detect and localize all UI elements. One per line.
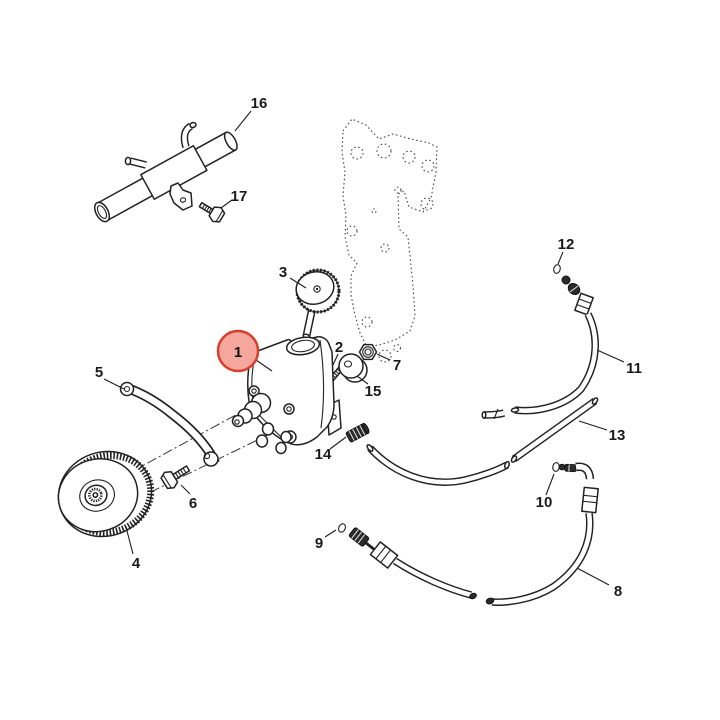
callout-group-3[interactable]: 3	[279, 264, 307, 289]
spacer-15	[338, 353, 368, 383]
callout-9: 9	[315, 535, 323, 552]
o-ring-9	[338, 523, 346, 533]
reservoir-cap	[295, 268, 341, 339]
callout-group-5[interactable]: 5	[95, 364, 125, 390]
callout-6: 6	[189, 495, 197, 512]
fitting-14	[345, 422, 370, 443]
callout-7: 7	[393, 357, 401, 374]
callout-15: 15	[365, 383, 382, 400]
mounting-bracket-5	[119, 381, 220, 467]
callout-13: 13	[609, 427, 626, 444]
pressure-hose-8	[485, 462, 599, 606]
callout-group-4[interactable]: 4	[126, 530, 141, 572]
callout-1: 1	[234, 344, 242, 361]
callout-11: 11	[626, 360, 642, 377]
callout-group-14[interactable]: 14	[315, 436, 347, 463]
callout-8: 8	[614, 583, 622, 600]
callout-group-12[interactable]: 12	[557, 236, 575, 265]
callout-10: 10	[536, 494, 553, 511]
bracket-bolt	[198, 201, 226, 223]
callout-2: 2	[335, 339, 343, 356]
callouts: 2 3 4 5 6 7 8 9	[95, 95, 642, 600]
pump-shaft	[231, 392, 272, 428]
o-ring-12	[553, 264, 561, 274]
callout-group-15[interactable]: 15	[356, 375, 382, 400]
callout-group-9[interactable]: 9	[315, 529, 337, 552]
pump-lugs	[255, 422, 292, 455]
hose-fitting-assembly-9	[338, 523, 477, 600]
tube-mount-bracket	[169, 182, 193, 211]
callout-17: 17	[231, 188, 248, 205]
callout-12: 12	[558, 236, 575, 253]
callout-14: 14	[315, 446, 332, 463]
callout-3: 3	[279, 264, 287, 281]
nut-7	[358, 343, 378, 361]
callout-group-6[interactable]: 6	[180, 484, 197, 512]
callout-group-17[interactable]: 17	[220, 188, 248, 209]
callout-group-16[interactable]: 16	[234, 95, 268, 132]
callout-group-11[interactable]: 11	[596, 349, 642, 377]
callout-group-13[interactable]: 13	[578, 420, 626, 444]
highlight-callout-1[interactable]: 1	[216, 329, 273, 373]
callout-group-10[interactable]: 10	[536, 473, 555, 511]
pulley-4	[57, 450, 155, 538]
power-steering-pump	[231, 336, 342, 455]
callout-16: 16	[251, 95, 268, 112]
return-hose-13	[366, 397, 599, 486]
callout-group-8[interactable]: 8	[576, 567, 622, 600]
alignment-centerlines	[99, 404, 283, 509]
cooler-tube-assembly	[93, 121, 238, 223]
bolt-6	[160, 465, 191, 490]
callout-5: 5	[95, 364, 103, 381]
callout-4: 4	[132, 555, 141, 572]
callout-group-7[interactable]: 7	[376, 353, 401, 374]
callout-group-2[interactable]: 2	[332, 339, 343, 366]
engine-block-outline	[341, 118, 438, 363]
highlight-circle[interactable]	[216, 329, 260, 373]
pressure-hose-11	[481, 264, 599, 420]
